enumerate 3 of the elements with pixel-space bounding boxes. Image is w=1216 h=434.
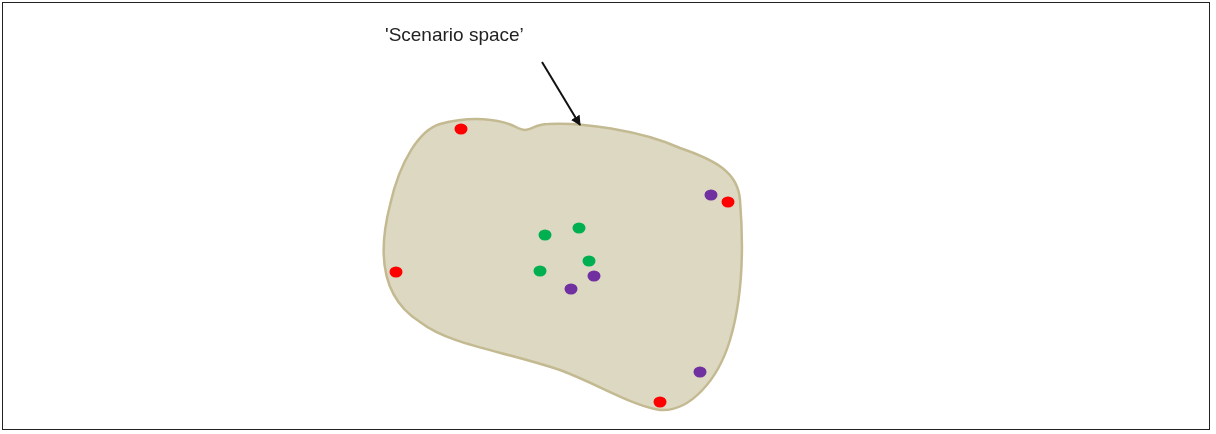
callout-label: 'Scenario space’ xyxy=(385,24,524,46)
scenario-space-region xyxy=(382,117,744,412)
arrow xyxy=(541,61,581,126)
